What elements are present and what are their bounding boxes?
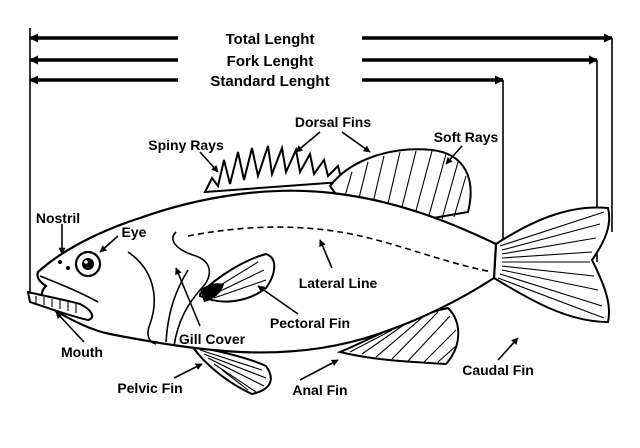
- eye-arrow: [99, 235, 119, 253]
- gill-cover-edge: [172, 231, 211, 347]
- mouth-teeth: [35, 296, 77, 313]
- pelvic-fin-arrow: [173, 363, 203, 379]
- nostril-label: Nostril: [36, 210, 80, 226]
- dorsal-fins-arrow-left: [295, 131, 321, 153]
- soft-rays-label: Soft Rays: [434, 129, 499, 145]
- spiny-rays-arrow: [199, 151, 219, 173]
- nostril-dot-2: [66, 266, 70, 270]
- caudal-fin-arrow: [497, 337, 519, 361]
- caudal-fin-shape: [492, 206, 611, 324]
- fork-length-label: Fork Lenght: [227, 53, 314, 70]
- pectoral-fin-arrow: [257, 285, 299, 315]
- gill-cover-outline: [127, 251, 157, 345]
- pelvic-fin-label: Pelvic Fin: [117, 380, 182, 396]
- nostril-dot-1: [58, 260, 62, 264]
- gill-cover-label: Gill Cover: [179, 331, 246, 347]
- anal-fin-label: Anal Fin: [292, 382, 347, 398]
- pectoral-fin-base: [200, 283, 224, 302]
- caudal-fin-label: Caudal Fin: [462, 362, 534, 378]
- mouth-label: Mouth: [61, 344, 103, 360]
- dorsal-fins-arrow-right: [341, 131, 371, 153]
- spiny-rays-label: Spiny Rays: [148, 137, 224, 153]
- caudal-fin-rays: [497, 211, 605, 319]
- gill-cover-arrow: [175, 267, 201, 327]
- soft-dorsal-rays: [344, 150, 467, 220]
- part-labels: Dorsal Fins Spiny Rays Soft Rays Nostril…: [36, 114, 534, 398]
- spiny-dorsal-fin: [203, 144, 344, 194]
- eye-icon: [74, 250, 102, 278]
- dorsal-fins-label: Dorsal Fins: [295, 114, 371, 130]
- anal-fin-rays: [349, 311, 457, 363]
- upper-jaw-line: [39, 275, 99, 303]
- pelvic-fin-rays: [199, 349, 267, 393]
- mouth-arrow: [55, 311, 85, 343]
- lateral-line-arrow: [319, 239, 333, 269]
- pectoral-fin-label: Pectoral Fin: [270, 315, 350, 331]
- eye-label: Eye: [122, 224, 147, 240]
- lateral-line-path: [187, 226, 493, 273]
- total-length-label: Total Lenght: [226, 31, 315, 48]
- pointer-arrows: [55, 131, 519, 381]
- standard-length-label: Standard Lenght: [210, 73, 329, 90]
- gill-cover-inner: [165, 269, 189, 343]
- pectoral-fin-rays: [205, 261, 267, 299]
- fish-drawing: [26, 144, 611, 396]
- lateral-line-label: Lateral Line: [299, 275, 378, 291]
- anal-fin-arrow: [299, 359, 339, 381]
- soft-rays-arrow: [445, 145, 463, 165]
